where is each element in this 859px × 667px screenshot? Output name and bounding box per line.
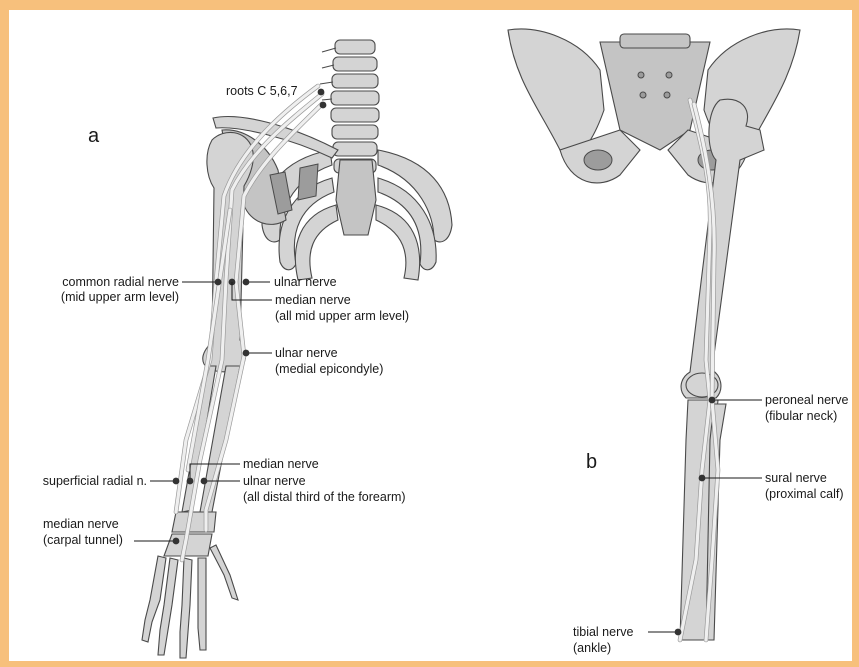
leg-skeleton — [508, 29, 800, 640]
label-superficial-radial: superficial radial n. — [43, 474, 147, 488]
label-sural-line2: (proximal calf) — [765, 487, 844, 501]
label-ulnar-distal-line1: ulnar nerve — [243, 474, 306, 488]
label-median-mid-line1: median nerve — [275, 293, 351, 307]
label-peroneal-line2: (fibular neck) — [765, 409, 837, 423]
label-median-carpal-line2: (carpal tunnel) — [43, 533, 123, 547]
label-ulnar-elbow-line1: ulnar nerve — [275, 346, 338, 360]
label-median-distal: median nerve — [243, 457, 319, 471]
label-sural-line1: sural nerve — [765, 471, 827, 485]
label-median-carpal-line1: median nerve — [43, 517, 119, 531]
label-ulnar-elbow-line2: (medial epicondyle) — [275, 362, 383, 376]
label-roots: roots C 5,6,7 — [226, 84, 298, 98]
panel-label-b: b — [586, 451, 597, 473]
label-median-mid-line2: (all mid upper arm level) — [275, 309, 409, 323]
panel-label-a: a — [88, 125, 100, 147]
label-common-radial-line2: (mid upper arm level) — [61, 290, 179, 304]
rib-cage — [262, 150, 452, 280]
pelvis — [508, 29, 800, 183]
label-peroneal-line1: peroneal nerve — [765, 393, 848, 407]
label-tibial-line1: tibial nerve — [573, 625, 633, 639]
label-tibial-line2: (ankle) — [573, 641, 611, 655]
label-common-radial-line1: common radial nerve — [62, 275, 179, 289]
label-ulnar-mid: ulnar nerve — [274, 275, 337, 289]
label-ulnar-distal-line2: (all distal third of the forearm) — [243, 490, 406, 504]
hand-bones — [142, 512, 238, 658]
